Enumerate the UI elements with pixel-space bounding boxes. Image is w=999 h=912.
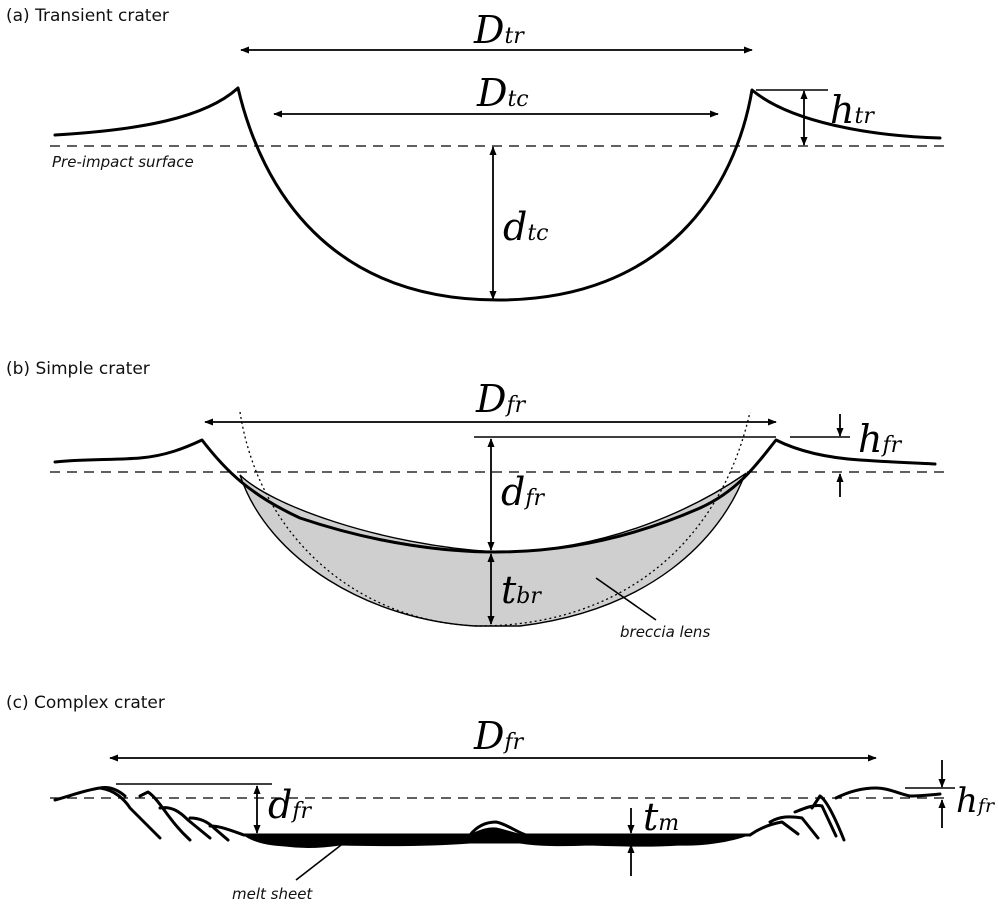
d-fr-label-c: Dfr xyxy=(473,714,525,758)
panel-a-title: (a) Transient crater xyxy=(6,6,169,26)
breccia-leader-line xyxy=(595,577,657,621)
pre-impact-surface-label: Pre-impact surface xyxy=(52,153,194,171)
breccia-lens-label: breccia lens xyxy=(620,623,710,641)
t-br-label: tbr xyxy=(501,568,542,612)
h-fr-label-b: hfr xyxy=(858,417,903,461)
d-fr-label-b: Dfr xyxy=(475,377,527,421)
transient-cavity-outline xyxy=(239,411,751,627)
melt-sheet-label: melt sheet xyxy=(232,885,313,903)
right-terrace-blocks xyxy=(748,786,942,842)
panel-c-title: (c) Complex crater xyxy=(6,693,165,713)
h-tr-label: htr xyxy=(830,88,875,132)
melt-sheet xyxy=(242,827,749,848)
d-tc-label: Dtc xyxy=(476,71,529,115)
melt-sheet-leader-line xyxy=(295,841,346,881)
h-fr-label-c: hfr xyxy=(956,781,996,821)
panel-complex-crater: (c) Complex crater Dfr dfr tm melt sheet… xyxy=(6,693,996,903)
simple-crater-profile xyxy=(53,438,937,554)
panel-simple-crater: (b) Simple crater Dfr dfr tbr breccia le… xyxy=(6,359,950,641)
d-fr-depth-label-b: dfr xyxy=(501,470,545,514)
panel-b-title: (b) Simple crater xyxy=(6,359,150,379)
d-fr-depth-label-c: dfr xyxy=(268,783,312,827)
d-tr-label: Dtr xyxy=(473,8,525,52)
d-tc-depth-label: dtc xyxy=(503,205,549,249)
t-m-label: tm xyxy=(643,795,679,839)
panel-transient-crater: (a) Transient crater Pre-impact surface … xyxy=(6,6,950,302)
transient-crater-profile xyxy=(53,86,942,302)
breccia-lens xyxy=(239,472,747,627)
left-terrace-blocks xyxy=(98,786,246,842)
